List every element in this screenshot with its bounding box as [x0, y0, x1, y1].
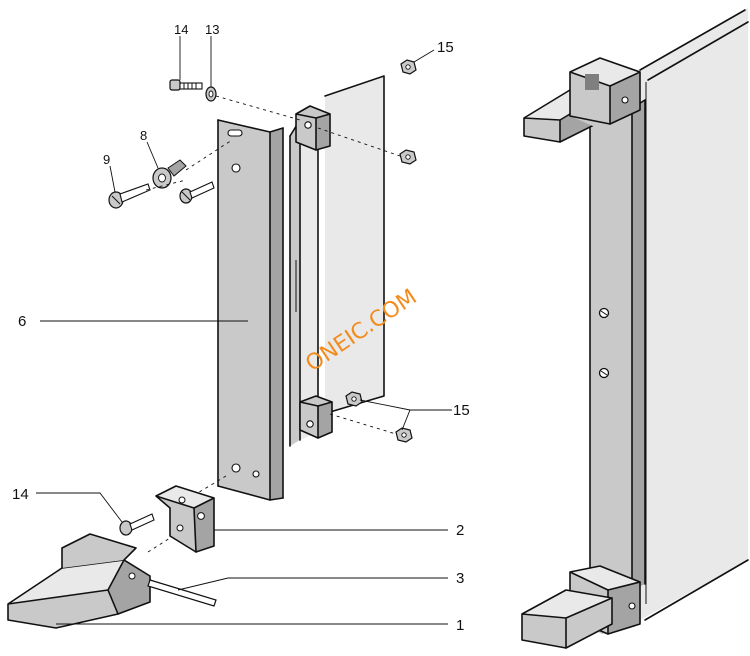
label-1: 1: [456, 617, 464, 634]
label-14-bottom: 14: [12, 486, 29, 503]
nut-15-second: [399, 149, 417, 165]
assembled-unit: [521, 8, 749, 649]
bottom-bracket: [299, 395, 333, 439]
assembled-front-panel: [589, 99, 646, 601]
top-bracket: [295, 105, 331, 151]
label-13: 13: [205, 22, 219, 37]
board-assembly: [289, 75, 385, 447]
front-panel-6: [217, 119, 284, 501]
assembled-board: [639, 8, 749, 621]
nut-15-lower-a: [345, 391, 363, 407]
pin-3: [147, 579, 217, 607]
assembled-bottom-handle: [521, 565, 641, 649]
board-rail: [289, 113, 319, 447]
screw-14-bottom: [119, 513, 155, 536]
label-9: 9: [103, 152, 110, 167]
clip-8: [152, 159, 187, 189]
part-labels: 14 13 15 8 9 6 15 14 2 3 1: [12, 22, 470, 634]
label-6: 6: [18, 313, 26, 330]
screw-14-top: [169, 79, 203, 91]
screw-small: [179, 181, 215, 204]
washer-13: [205, 86, 217, 102]
hinge-bracket-2: [155, 485, 215, 553]
leader-lines: [36, 36, 452, 625]
nut-15-lower-b: [395, 427, 413, 443]
label-15-mid: 15: [453, 402, 470, 419]
label-15-top: 15: [437, 39, 454, 56]
label-8: 8: [140, 128, 147, 143]
assembly-axis-lines: [145, 95, 401, 553]
screw-9: [108, 183, 151, 209]
label-3: 3: [456, 570, 464, 587]
label-14-top: 14: [174, 22, 188, 37]
assembled-top-handle: [523, 57, 641, 143]
label-2: 2: [456, 522, 464, 539]
handle-1: [7, 533, 151, 629]
nut-15-top: [400, 59, 417, 75]
